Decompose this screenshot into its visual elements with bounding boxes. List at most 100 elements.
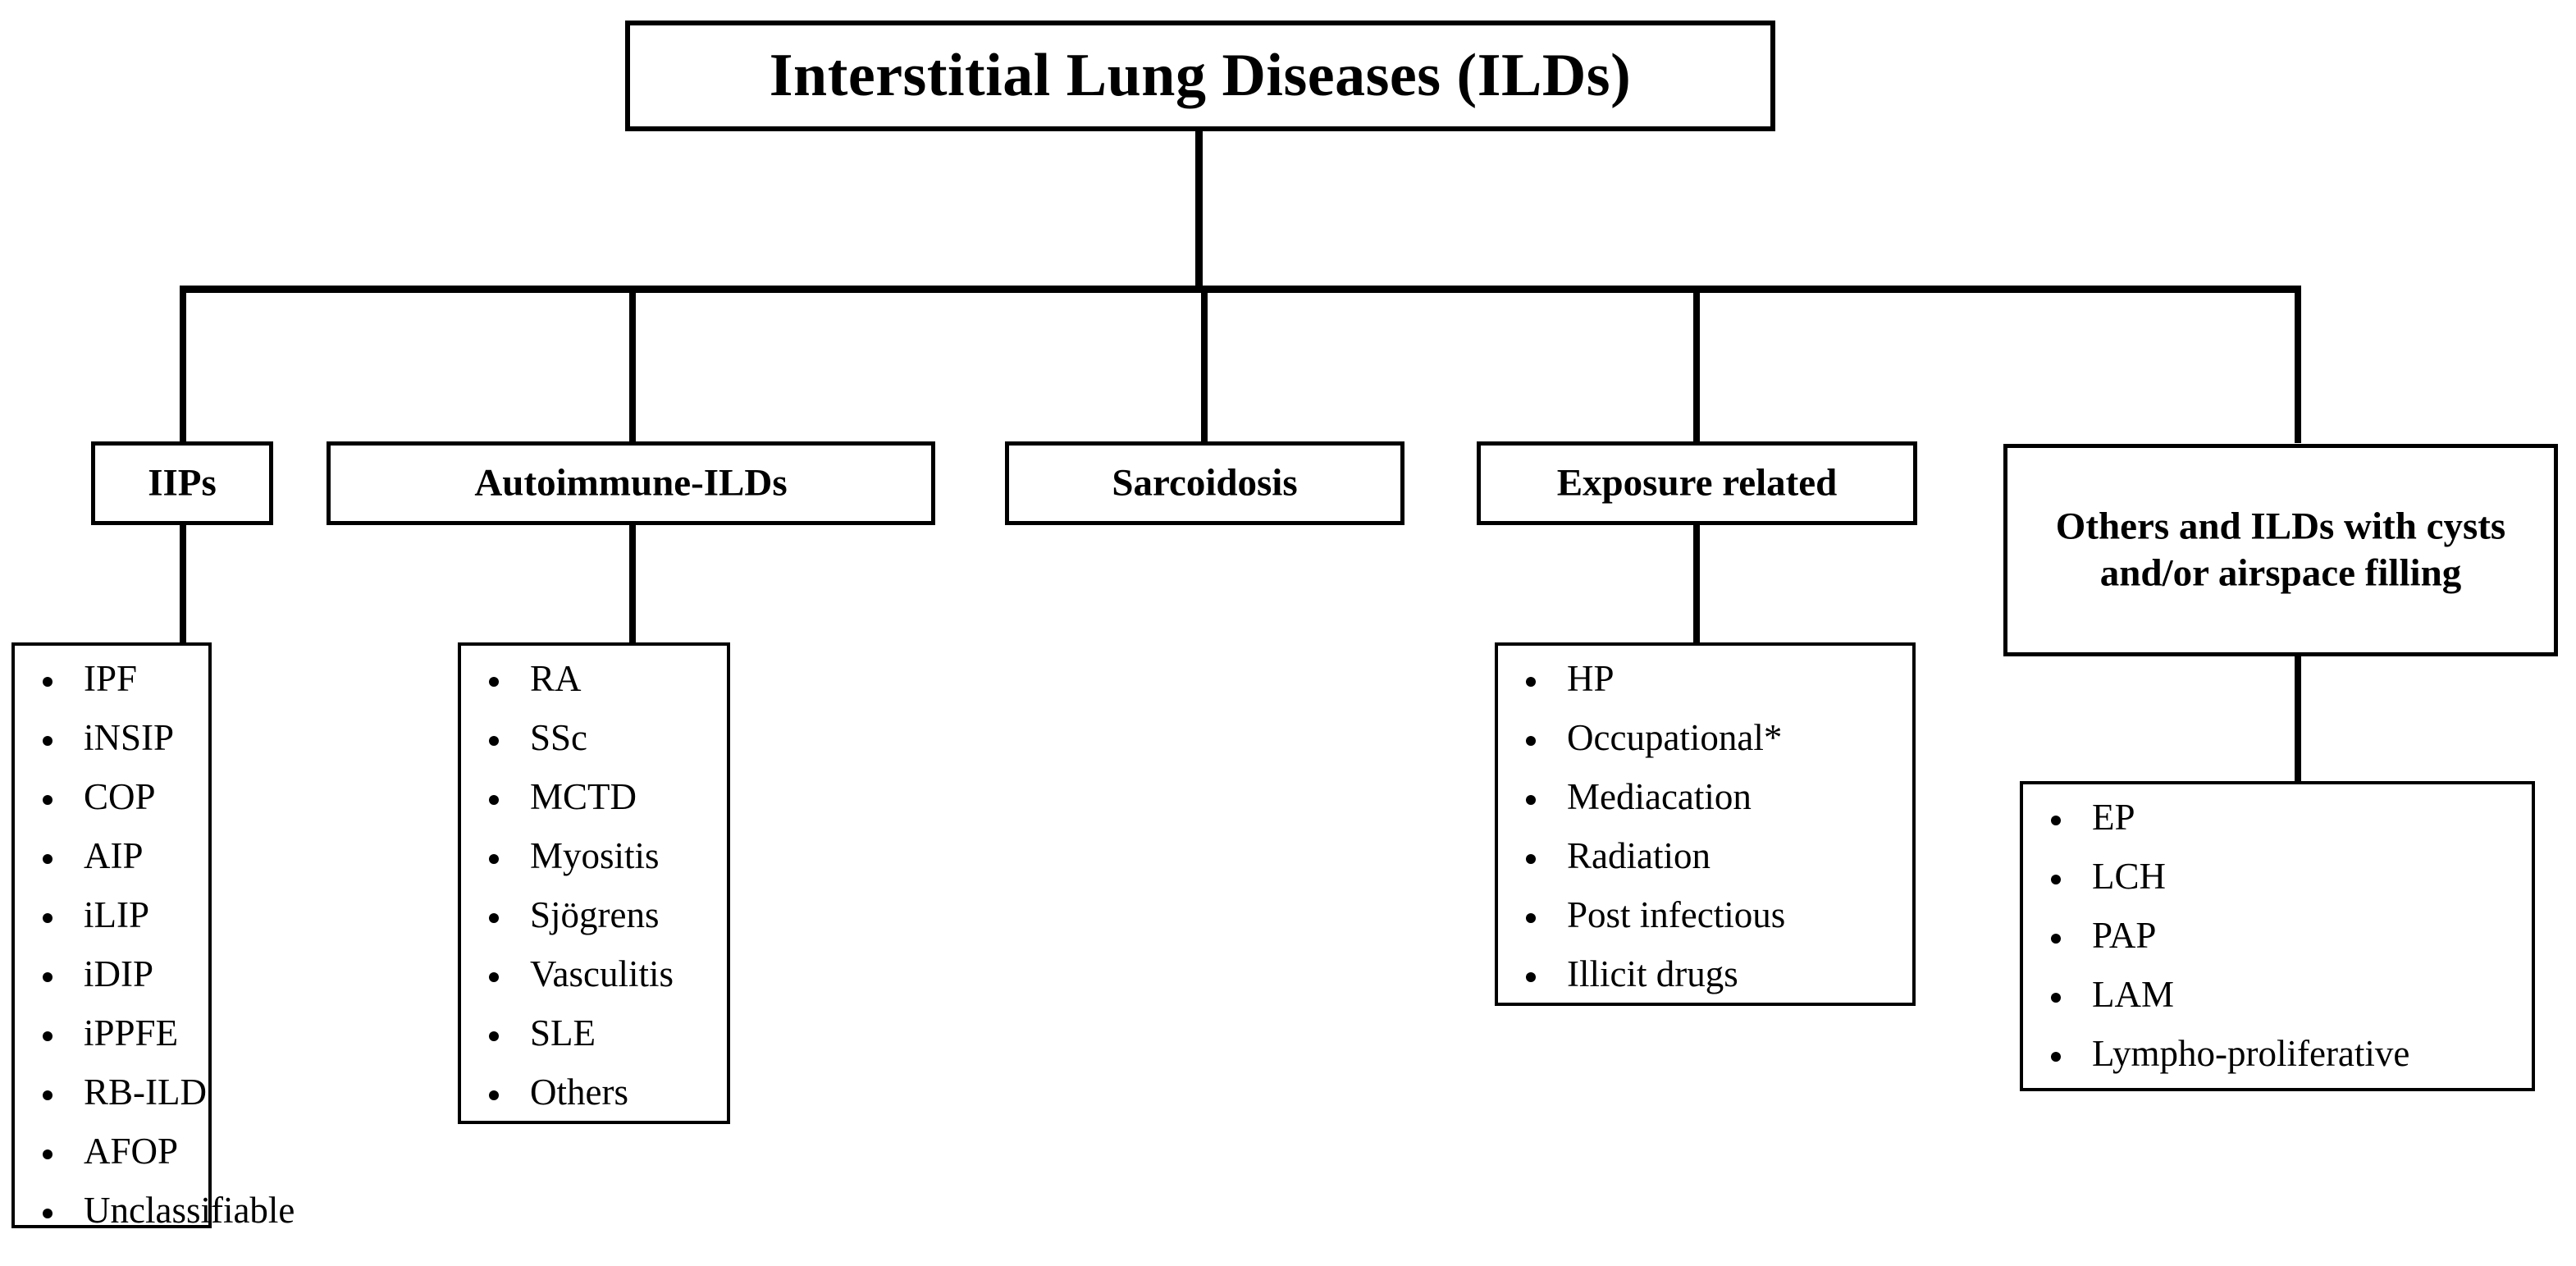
bullet-icon bbox=[43, 912, 53, 923]
list-item: IPF bbox=[15, 660, 208, 697]
list-item: Lympho-proliferative bbox=[2023, 1035, 2532, 1072]
connector-link-autoimmune-list bbox=[629, 525, 636, 644]
bullet-icon bbox=[1526, 794, 1536, 805]
list-item: AIP bbox=[15, 838, 208, 875]
list-item-label: AIP bbox=[84, 835, 144, 876]
bullet-icon bbox=[489, 676, 499, 687]
list-item-label: COP bbox=[84, 776, 156, 817]
category-box-iips[interactable]: IIPs bbox=[91, 441, 273, 525]
list-item: iPPFE bbox=[15, 1015, 208, 1052]
list-item-label: Unclassifiable bbox=[84, 1190, 295, 1231]
bullet-icon bbox=[2051, 815, 2061, 825]
list-item: Illicit drugs bbox=[1498, 956, 1912, 993]
list-item-label: EP bbox=[2092, 797, 2135, 838]
list-iips: IPF iNSIP COP AIP iLIP iDIP iPPFE RB-ILD… bbox=[15, 646, 295, 1229]
list-item-label: iDIP bbox=[84, 953, 154, 994]
bullet-icon bbox=[43, 1031, 53, 1041]
category-box-exposure[interactable]: Exposure related bbox=[1477, 441, 1917, 525]
root-node-ilds[interactable]: Interstitial Lung Diseases (ILDs) bbox=[625, 21, 1775, 131]
bullet-icon bbox=[43, 676, 53, 687]
bullet-icon bbox=[1526, 676, 1536, 687]
list-item-label: iNSIP bbox=[84, 717, 175, 758]
list-item: Post infectious bbox=[1498, 897, 1912, 934]
list-item-label: SSc bbox=[530, 717, 588, 758]
list-item-label: iPPFE bbox=[84, 1012, 179, 1053]
list-item-label: LCH bbox=[2092, 856, 2166, 897]
list-item: HP bbox=[1498, 660, 1912, 697]
list-item: Sjögrens bbox=[461, 897, 727, 934]
list-item-label: LAM bbox=[2092, 974, 2174, 1015]
list-item: Others bbox=[461, 1074, 727, 1111]
connector-drop-autoimmune bbox=[629, 286, 636, 443]
list-item-label: SLE bbox=[530, 1012, 596, 1053]
category-label-others: Others and ILDs with cysts and/or airspa… bbox=[2055, 505, 2506, 595]
list-item-label: Vasculitis bbox=[530, 953, 674, 994]
category-label-exposure: Exposure related bbox=[1556, 461, 1838, 505]
bullet-icon bbox=[1526, 971, 1536, 982]
bullet-icon bbox=[1526, 853, 1536, 864]
connector-drop-exposure bbox=[1693, 286, 1700, 443]
bullet-icon bbox=[2051, 1051, 2061, 1062]
list-item: Radiation bbox=[1498, 838, 1912, 875]
list-item: COP bbox=[15, 779, 208, 816]
list-box-exposure[interactable]: HP Occupational* Mediacation Radiation P… bbox=[1495, 642, 1916, 1006]
bullet-icon bbox=[489, 794, 499, 805]
connector-root-trunk bbox=[1195, 131, 1203, 290]
list-item: Vasculitis bbox=[461, 956, 727, 993]
list-item: iLIP bbox=[15, 897, 208, 934]
list-item-label: Myositis bbox=[530, 835, 660, 876]
bullet-icon bbox=[1526, 735, 1536, 746]
category-box-others[interactable]: Others and ILDs with cysts and/or airspa… bbox=[2003, 444, 2558, 656]
bullet-icon bbox=[489, 912, 499, 923]
list-item: iDIP bbox=[15, 956, 208, 993]
category-box-sarcoidosis[interactable]: Sarcoidosis bbox=[1005, 441, 1404, 525]
list-item: AFOP bbox=[15, 1133, 208, 1170]
list-item-label: Lympho-proliferative bbox=[2092, 1033, 2410, 1074]
bullet-icon bbox=[489, 1031, 499, 1041]
list-item-label: Illicit drugs bbox=[1567, 953, 1738, 994]
connector-drop-others bbox=[2295, 286, 2301, 443]
bullet-icon bbox=[489, 853, 499, 864]
bullet-icon bbox=[489, 1090, 499, 1100]
connector-link-others-list bbox=[2295, 654, 2301, 784]
list-item: RA bbox=[461, 660, 727, 697]
list-box-autoimmune[interactable]: RA SSc MCTD Myositis Sjögrens Vasculitis… bbox=[458, 642, 730, 1124]
list-box-others[interactable]: EP LCH PAP LAM Lympho-proliferative bbox=[2020, 781, 2535, 1091]
bullet-icon bbox=[43, 794, 53, 805]
list-item-label: IPF bbox=[84, 658, 138, 699]
bullet-icon bbox=[43, 1208, 53, 1218]
bullet-icon bbox=[2051, 874, 2061, 884]
list-box-iips[interactable]: IPF iNSIP COP AIP iLIP iDIP iPPFE RB-ILD… bbox=[11, 642, 295, 1229]
list-item: RB-ILD bbox=[15, 1074, 208, 1111]
list-item-label: RA bbox=[530, 658, 582, 699]
list-item: SLE bbox=[461, 1015, 727, 1052]
bullet-icon bbox=[489, 735, 499, 746]
bullet-icon bbox=[489, 971, 499, 982]
bullet-icon bbox=[1526, 912, 1536, 923]
list-exposure: HP Occupational* Mediacation Radiation P… bbox=[1498, 646, 1912, 993]
list-item: iNSIP bbox=[15, 720, 208, 756]
root-node-label: Interstitial Lung Diseases (ILDs) bbox=[769, 41, 1632, 109]
bullet-icon bbox=[2051, 992, 2061, 1003]
bullet-icon bbox=[2051, 933, 2061, 944]
list-item: Unclassifiable bbox=[15, 1192, 295, 1229]
connector-drop-iips bbox=[180, 286, 186, 443]
connector-link-iips-list bbox=[180, 525, 186, 644]
list-item: Myositis bbox=[461, 838, 727, 875]
list-item-label: PAP bbox=[2092, 915, 2157, 956]
list-item-label: RB-ILD bbox=[84, 1072, 207, 1113]
list-item-label: Occupational* bbox=[1567, 717, 1783, 758]
list-item-label: HP bbox=[1567, 658, 1615, 699]
list-item-label: Post infectious bbox=[1567, 894, 1786, 935]
bullet-icon bbox=[43, 735, 53, 746]
list-item-label: iLIP bbox=[84, 894, 150, 935]
connector-link-exposure-list bbox=[1693, 525, 1700, 644]
list-item: PAP bbox=[2023, 917, 2532, 954]
list-item: LAM bbox=[2023, 976, 2532, 1013]
category-box-autoimmune[interactable]: Autoimmune-ILDs bbox=[327, 441, 935, 525]
category-label-iips: IIPs bbox=[148, 461, 217, 505]
list-autoimmune: RA SSc MCTD Myositis Sjögrens Vasculitis… bbox=[461, 646, 727, 1111]
connector-drop-sarcoidosis bbox=[1201, 286, 1208, 443]
list-others: EP LCH PAP LAM Lympho-proliferative bbox=[2023, 784, 2532, 1072]
